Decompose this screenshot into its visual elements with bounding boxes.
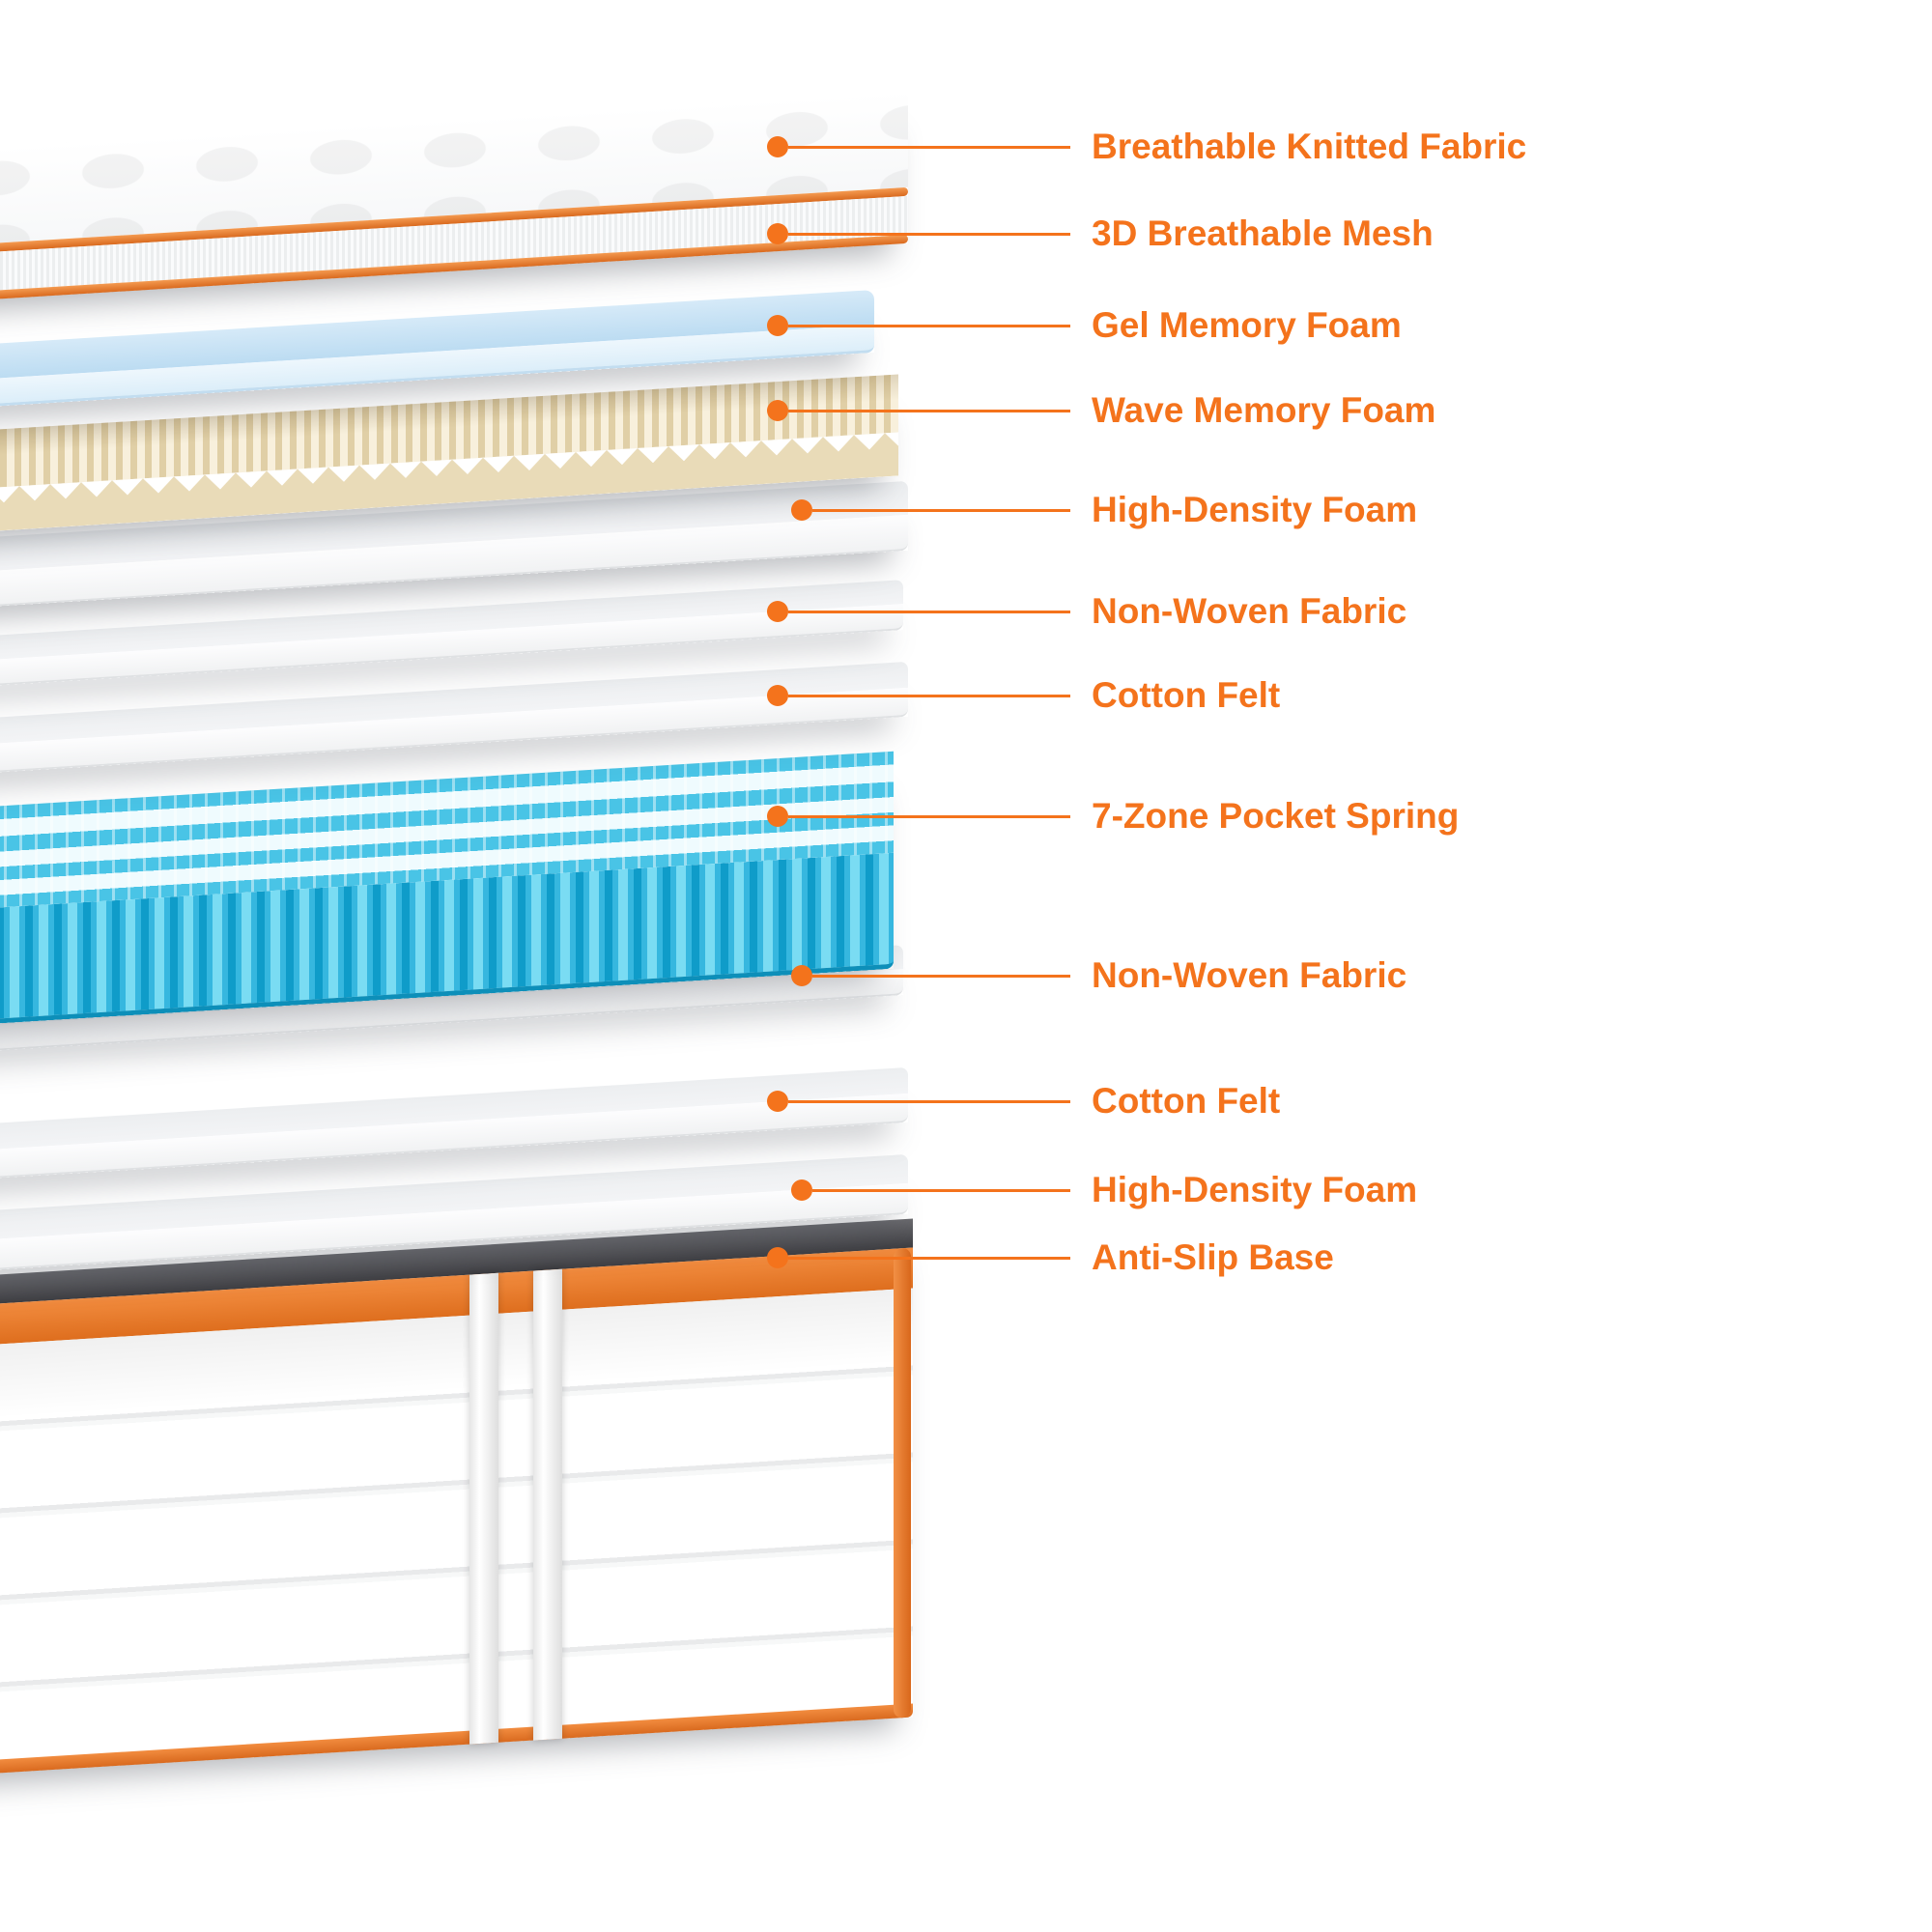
- callout-high-density-foam-upper: High-Density Foam: [791, 490, 1418, 529]
- callout-anti-slip-base: Anti-Slip Base: [767, 1237, 1334, 1277]
- callout-dot: [767, 1091, 788, 1112]
- callout-line: [788, 1256, 1070, 1260]
- callout-cotton-felt-lower: Cotton Felt: [767, 1081, 1281, 1121]
- callout-dot: [767, 400, 788, 421]
- callout-3d-breathable-mesh: 3D Breathable Mesh: [767, 213, 1434, 253]
- layer-label: 7-Zone Pocket Spring: [1092, 796, 1460, 836]
- callout-cotton-felt-upper: Cotton Felt: [767, 675, 1281, 715]
- layer-label: Cotton Felt: [1092, 1081, 1281, 1121]
- callout-dot: [767, 806, 788, 827]
- layer-label: High-Density Foam: [1092, 1170, 1418, 1209]
- callout-line: [788, 814, 1070, 818]
- callout-line: [812, 974, 1070, 978]
- callout-dot: [767, 223, 788, 244]
- callout-gel-memory-foam: Gel Memory Foam: [767, 305, 1402, 345]
- layer-label: Breathable Knitted Fabric: [1092, 127, 1527, 166]
- layer-label: Cotton Felt: [1092, 675, 1281, 715]
- callout-non-woven-fabric-lower: Non-Woven Fabric: [791, 955, 1407, 995]
- callout-7-zone-pocket-spring: 7-Zone Pocket Spring: [767, 796, 1460, 836]
- layer-label: 3D Breathable Mesh: [1092, 213, 1434, 253]
- callout-dot: [791, 965, 812, 986]
- callout-line: [788, 610, 1070, 613]
- base-side-panel: [0, 1288, 913, 1763]
- callout-dot: [791, 1179, 812, 1201]
- layer-breathable-knitted-fabric: [0, 90, 908, 302]
- callout-dot: [767, 1247, 788, 1268]
- base-handle-strap-left: [469, 1272, 498, 1745]
- callout-line: [788, 1099, 1070, 1103]
- base-corner-piping: [894, 1247, 911, 1719]
- callout-breathable-knitted-fabric: Breathable Knitted Fabric: [767, 127, 1527, 166]
- layer-label: Non-Woven Fabric: [1092, 955, 1407, 995]
- layer-label: Gel Memory Foam: [1092, 305, 1402, 345]
- base-handle-strap-right: [533, 1268, 562, 1741]
- layer-label: Non-Woven Fabric: [1092, 591, 1407, 631]
- callout-line: [788, 145, 1070, 149]
- layer-label: Wave Memory Foam: [1092, 390, 1436, 430]
- callout-line: [812, 508, 1070, 512]
- callout-high-density-foam-lower: High-Density Foam: [791, 1170, 1418, 1209]
- callout-dot: [767, 136, 788, 157]
- callout-line: [788, 694, 1070, 697]
- callout-dot: [767, 685, 788, 706]
- callout-dot: [767, 315, 788, 336]
- layer-label: Anti-Slip Base: [1092, 1237, 1334, 1277]
- callout-line: [788, 232, 1070, 236]
- callout-non-woven-fabric-upper: Non-Woven Fabric: [767, 591, 1407, 631]
- callout-dot: [767, 601, 788, 622]
- callout-line: [788, 324, 1070, 327]
- layer-anti-slip-base: [0, 1218, 913, 1776]
- callout-dot: [791, 499, 812, 521]
- layer-label: High-Density Foam: [1092, 490, 1418, 529]
- callout-line: [812, 1188, 1070, 1192]
- callout-wave-memory-foam: Wave Memory Foam: [767, 390, 1436, 430]
- callout-line: [788, 409, 1070, 412]
